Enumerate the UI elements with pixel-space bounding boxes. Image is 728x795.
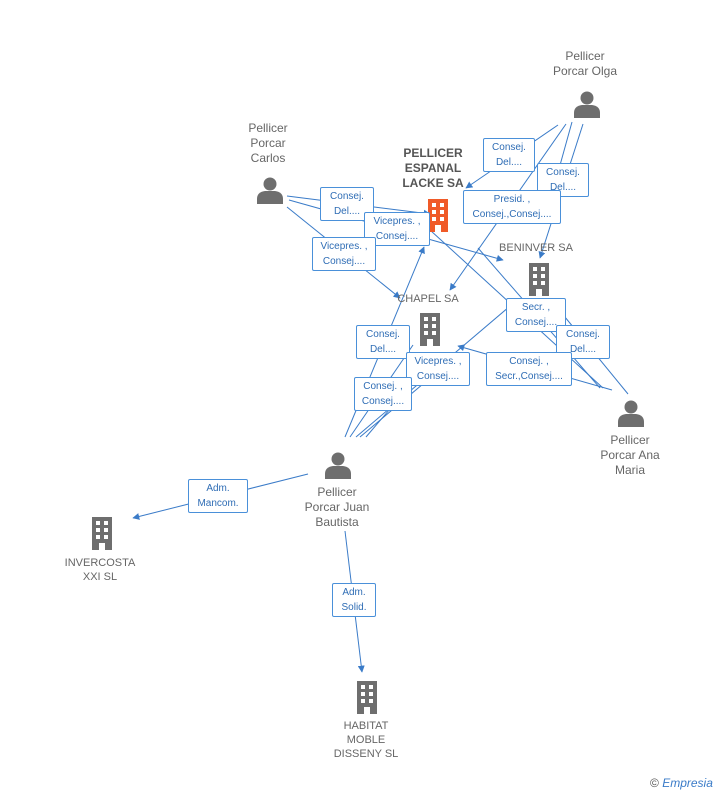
building-icon[interactable]: [87, 515, 117, 551]
building-icon[interactable]: [415, 311, 445, 347]
building-icon[interactable]: [424, 197, 452, 233]
node-label-beninver[interactable]: BENINVER SA: [499, 242, 573, 254]
person-icon[interactable]: [255, 175, 285, 205]
copyright: © Empresia: [650, 776, 713, 790]
person-icon[interactable]: [572, 89, 602, 119]
relation-label[interactable]: Consej. Del....: [483, 138, 535, 172]
person-icon[interactable]: [616, 398, 646, 428]
building-icon[interactable]: [524, 261, 554, 297]
node-label-invercosta[interactable]: INVERCOSTA XXI SL: [64, 557, 136, 583]
relation-label[interactable]: Consej. , Secr.,Consej....: [486, 352, 572, 386]
relation-label[interactable]: Consej. , Consej....: [354, 377, 412, 411]
building-icon[interactable]: [352, 679, 382, 715]
relation-label[interactable]: Consej. Del....: [356, 325, 410, 359]
brand-name: Empresia: [662, 776, 713, 790]
node-label-ana[interactable]: Pellicer Porcar Ana Maria: [600, 433, 660, 477]
node-label-juan[interactable]: Pellicer Porcar Juan Bautista: [304, 485, 370, 529]
node-label-olga[interactable]: Pellicer Porcar Olga: [552, 49, 618, 78]
node-label-habitat[interactable]: HABITAT MOBLE DISSENY SL: [333, 720, 399, 760]
relation-label[interactable]: Vicepres. , Consej....: [406, 352, 470, 386]
relation-label[interactable]: Vicepres. , Consej....: [312, 237, 376, 271]
node-label-pellicer-espanal[interactable]: PELLICER ESPANAL LACKE SA: [402, 146, 464, 190]
node-label-carlos[interactable]: Pellicer Porcar Carlos: [248, 121, 288, 165]
relation-label[interactable]: Adm. Solid.: [332, 583, 376, 617]
node-label-chapel[interactable]: CHAPEL SA: [397, 293, 459, 305]
person-icon[interactable]: [323, 450, 353, 480]
relation-label[interactable]: Adm. Mancom.: [188, 479, 248, 513]
relation-label[interactable]: Presid. , Consej.,Consej....: [463, 190, 561, 224]
